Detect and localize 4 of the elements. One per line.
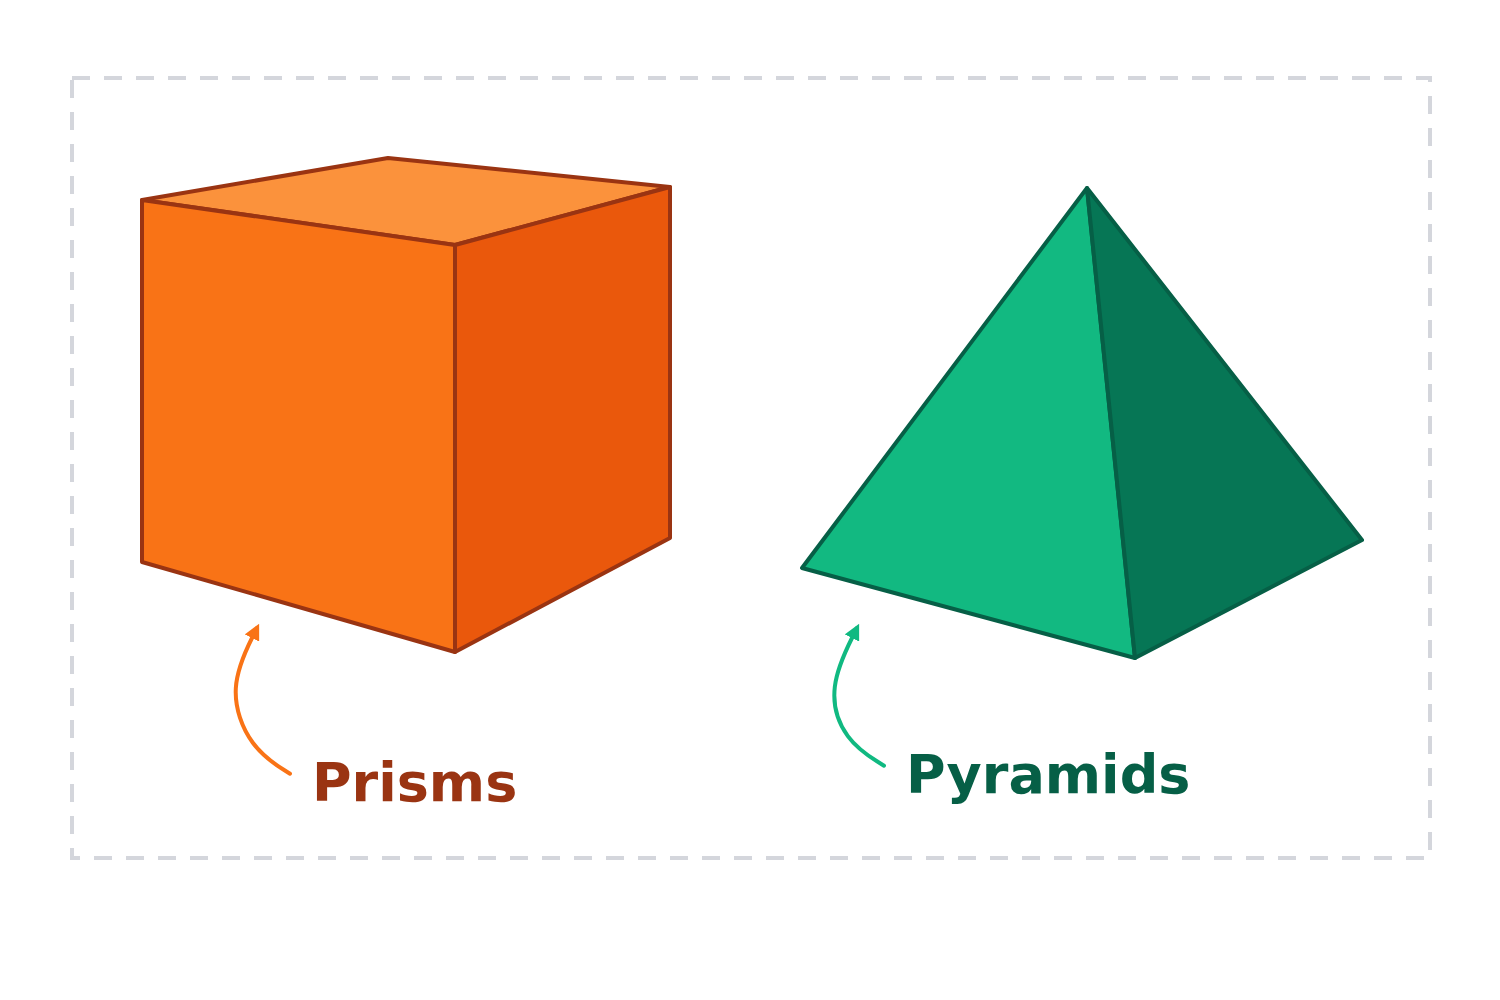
arrow bbox=[832, 623, 886, 768]
shape-label: Prisms bbox=[312, 752, 518, 814]
shape-label: Pyramids bbox=[906, 744, 1191, 806]
arrow bbox=[233, 623, 292, 776]
